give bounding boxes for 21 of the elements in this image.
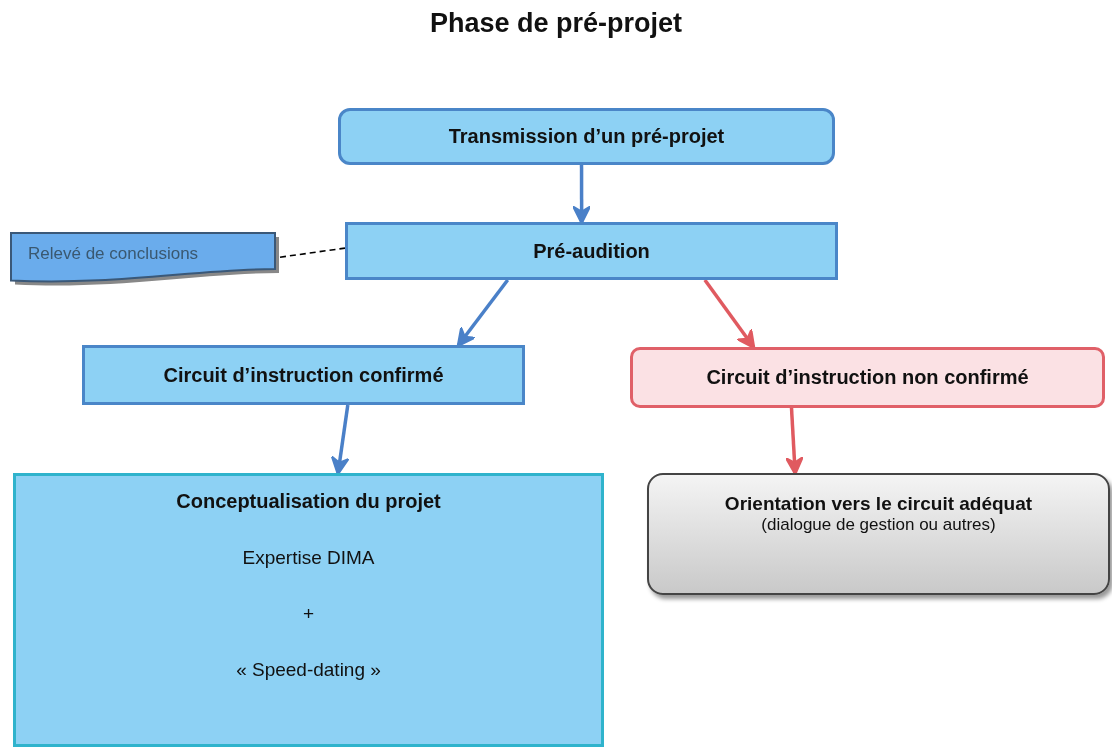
- process-box: [630, 347, 1105, 408]
- node-title: Circuit d’instruction non confirmé: [706, 366, 1029, 389]
- document-shape: [10, 232, 280, 288]
- node-label: Relevé de conclusions: [28, 244, 199, 264]
- node-title: Conceptualisation du projet: [176, 490, 441, 513]
- node-title: Pré-audition: [533, 239, 650, 263]
- process-box: [345, 222, 838, 280]
- node-text: +: [302, 603, 315, 625]
- node-title: Orientation vers le circuit adéquat: [724, 493, 1033, 515]
- node-text: Expertise DIMA: [242, 547, 375, 569]
- process-box: [82, 345, 525, 405]
- title: Phase de pré-projet: [428, 8, 684, 39]
- node-text: « Speed-dating »: [236, 659, 381, 681]
- node-text: (dialogue de gestion ou autres): [761, 515, 996, 535]
- dashed-connector: [279, 247, 346, 258]
- process-box: [338, 108, 835, 165]
- node-title: Circuit d’instruction confirmé: [163, 363, 444, 387]
- node-title: Transmission d’un pré-projet: [448, 125, 725, 148]
- process-box: [13, 473, 604, 747]
- arrow: [784, 407, 804, 476]
- process-box: [647, 473, 1110, 595]
